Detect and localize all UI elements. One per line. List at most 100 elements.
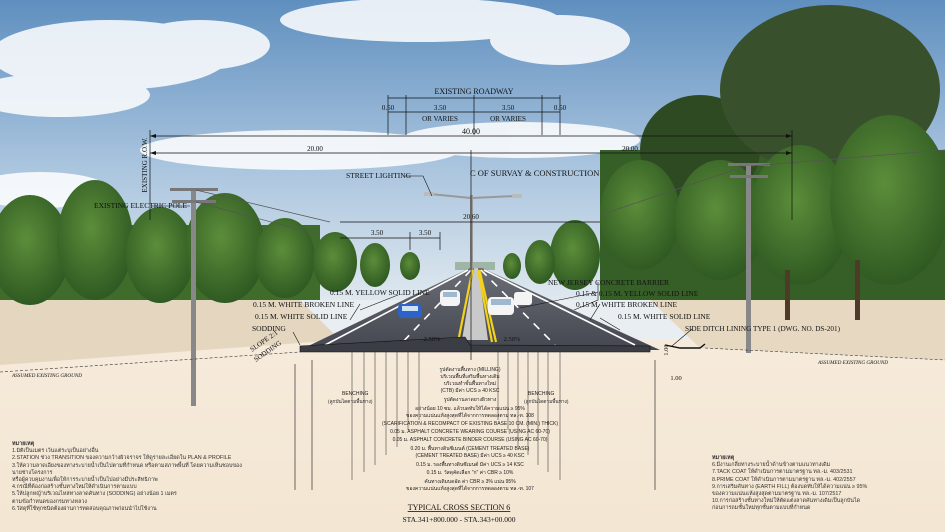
- notes-left-heading: หมายเหตุ: [12, 441, 35, 447]
- shoulder-right-dim: 0.50: [554, 104, 567, 112]
- yellow-right-label: 0.15 & 0.15 M. YELLOW SOLID LINE: [576, 289, 699, 298]
- notes-right: หมายเหตุ 6.มีงานเกลี่ยทางระบายน้ำด้านข้า…: [712, 455, 937, 513]
- note-item: 9.การเสริมคันทาง (EARTH FILL) ต้องบดทับใ…: [712, 483, 868, 490]
- white-solid-right-label: 0.15 M. WHITE SOLID LINE: [618, 312, 711, 321]
- layer-item: 0.15 ม. วัสดุคัดเลือก "ก" ค่า CBR ≥ 10%: [427, 469, 514, 476]
- layer-item: 0.05 ม. ASPHALT CONCRETE WEARING COURSE …: [390, 429, 550, 435]
- median-barrier: [462, 268, 488, 340]
- barrier-hills: [455, 262, 495, 270]
- layer-item: 0.15 ม. รองพื้นทางดินซีเมนต์ มีค่า UCS ≥…: [416, 459, 524, 468]
- note-item: 4.กรณีที่ต้องก่อสร้างชั้นทางใหม่ให้ดำเนิ…: [12, 484, 137, 491]
- layer-item: รูปตัดงานลาดยางผิวทาง: [444, 396, 497, 403]
- note-item: 6.มีงานเกลี่ยทางระบายน้ำด้านข้างตามแนวทา…: [712, 462, 831, 469]
- total-row-dim: 40.00: [462, 127, 480, 136]
- shoulder-left-dim: 0.50: [382, 104, 395, 112]
- pavement-section: [299, 336, 651, 353]
- half-row-right-dim: 20.00: [622, 145, 638, 153]
- layer-list: รูปตัดงานพื้นทาง (MILLING) บริเวณพื้นที่…: [382, 364, 558, 492]
- white-solid-left-label: 0.15 M. WHITE SOLID LINE: [255, 312, 348, 321]
- note-item: 5.ให้ปลูกหญ้าบริเวณไหล่ทางลาดคันทาง (SOD…: [12, 491, 177, 498]
- note-item: 10.การก่อสร้างชั้นทางใหม่ให้ตัดแต่งลาดคั…: [712, 498, 861, 505]
- new-jersey-label: NEW JERSEY CONCRETE BARRIER: [548, 278, 669, 287]
- lane-markings: [324, 269, 636, 346]
- slope-right-pct: 2.50%: [504, 336, 521, 343]
- layer-item: (CTB) มีค่า UCS ≥ 40 KSC: [441, 387, 500, 394]
- layer-item: (SCARIFICATION & RECOMPACT OF EXISTING B…: [382, 421, 558, 427]
- ground-right-label: ASSUMED EXISTING GROUND: [817, 360, 888, 366]
- left-embankment: [0, 300, 340, 365]
- street-lighting-label: STREET LIGHTING: [346, 171, 412, 180]
- ditch-width-dim: 1.00: [670, 375, 681, 382]
- note-item: 8.PRIME COAT ให้ดำเนินการตามมาตรฐาน ทล.-…: [712, 476, 856, 483]
- yellow-left-label: 0.15 M. YELLOW SOLID LINE: [330, 288, 430, 297]
- layer-item: บริเวณพื้นที่เสริมพื้นทางเดิม: [440, 371, 499, 380]
- tree-line-left: [0, 180, 420, 305]
- sodding-left-label: SODDING: [252, 324, 286, 333]
- median-row-dim: 20.60: [463, 213, 479, 221]
- car-white-left: [440, 290, 460, 306]
- electric-pole-right: [599, 149, 945, 353]
- electric-pole-label: EXISTING ELECTRIC POLE: [94, 201, 187, 210]
- note-item: 2.STATION ช่วง TRANSITION ของความกว้างผิ…: [12, 455, 232, 462]
- layer-item: (CEMENT TREATED BASE) มีค่า UCS ≥ 40 KSC: [416, 452, 525, 459]
- ditch-depth-dim: 1.00: [663, 344, 670, 355]
- benching-left-label: BENCHING: [342, 391, 369, 397]
- layer-item: 0.05 ม. ASPHALT CONCRETE BINDER COURSE (…: [393, 437, 548, 443]
- dimension-arrows: [150, 134, 792, 155]
- car-blue: [398, 304, 422, 318]
- note-item: หรือผู้ควบคุมงานเพื่อให้การระบายน้ำเป็นไ…: [12, 477, 158, 484]
- ground-left-label: ASSUMED EXISTING GROUND: [11, 373, 82, 379]
- layer-item: บริเวณทำชั้นพื้นทางใหม่: [444, 378, 496, 387]
- yellow-lines: [456, 269, 498, 343]
- layer-item: ของความแน่นแห้งสูงสุดที่ได้จากการทดลองตา…: [406, 485, 534, 492]
- clouds: [0, 0, 640, 208]
- tree-line-right: [503, 5, 945, 320]
- note-item: 3.ให้ความลาดเอียงของทางระบายน้ำเป็นไปตาม…: [12, 462, 242, 476]
- dimension-lines: [149, 95, 793, 360]
- note-item: ก่อนการถมชั้นใหม่ทุกชั้นตามแบบที่กำหนด: [712, 505, 811, 512]
- note-item: ตามข้อกำหนดของกรมทางหลวง: [12, 498, 88, 505]
- centerline-label: C OF SURVAY & CONSTRUCTION: [470, 168, 599, 178]
- white-broken-left-label: 0.15 M. WHITE BROKEN LINE: [253, 300, 355, 309]
- existing-row-label: EXISTING R.O.W.: [141, 137, 149, 192]
- ground-line-right: [704, 347, 945, 361]
- ground-line-left: [0, 351, 301, 373]
- ditch-lining-label: SIDE DITCH LINING TYPE 1 (DWG. NO. DS-20…: [685, 325, 841, 333]
- notes-left: หมายเหตุ 1.มิติเป็นเมตร เว้นแต่ระบุเป็นอ…: [12, 441, 242, 513]
- slope-left-pct: 2.50%: [424, 336, 441, 343]
- lane-right-dim: 3.50: [502, 104, 515, 112]
- street-light: [424, 192, 522, 270]
- layer-item: อย่างน้อย 10 ซม. แล้วบดทับให้ได้ความแน่น…: [415, 405, 525, 412]
- layer-item: 0.20 ม. พื้นทางดินซีเมนต์ (CEMENT TREATE…: [411, 443, 530, 452]
- benching-right-label: BENCHING: [528, 391, 555, 397]
- layer-item: คันทางเดิมบดอัด ค่า CBR ≥ 3% แน่น 95%: [424, 478, 516, 485]
- station-range: STA.341+800.000 - STA.343+00.000: [402, 515, 515, 524]
- existing-roadway-label: EXISTING ROADWAY: [434, 87, 513, 96]
- car-white-far: [514, 292, 532, 305]
- benching-left-sub: (ลูกบันไดตามพื้นทาง): [328, 397, 373, 405]
- lane-left-dim: 3.50: [434, 104, 447, 112]
- white-broken-right-label: 0.15 M. WHITE BROKEN LINE: [576, 300, 678, 309]
- section-title: TYPICAL CROSS SECTION 6: [408, 503, 511, 512]
- note-item: 6.วัสดุที่ใช้ทุกชนิดต้องผ่านการทดสอบคุณภ…: [12, 505, 157, 512]
- electric-pole-left: [170, 188, 331, 406]
- side-ditch: [664, 343, 706, 349]
- car-white-right: [488, 297, 514, 315]
- layer-item: รูปตัดงานพื้นทาง (MILLING): [439, 364, 500, 373]
- left-lane-dim: 3.50: [371, 229, 384, 237]
- leader-lines: [152, 175, 693, 490]
- layer-callout-fan: [351, 352, 561, 480]
- or-varies-right: OR VARIES: [490, 115, 526, 123]
- note-item: 7.TACK COAT ให้ดำเนินการตามมาตรฐาน ทล.-ม…: [712, 469, 853, 476]
- note-item: ของความแน่นแห้งสูงสุดตามมาตรฐาน ทล.-ม. 1…: [712, 491, 842, 498]
- or-varies-left: OR VARIES: [422, 115, 458, 123]
- notes-right-heading: หมายเหตุ: [712, 455, 735, 461]
- right-embankment: [650, 290, 945, 360]
- half-row-left-dim: 20.00: [307, 145, 323, 153]
- note-item: 1.มิติเป็นเมตร เว้นแต่ระบุเป็นอย่างอื่น: [12, 448, 99, 455]
- centre-lane-dim: 3.50: [419, 229, 432, 237]
- ground: [0, 340, 945, 532]
- layer-item: ของความแน่นแห้งสูงสุดที่ได้จากการทดลองตา…: [406, 412, 534, 419]
